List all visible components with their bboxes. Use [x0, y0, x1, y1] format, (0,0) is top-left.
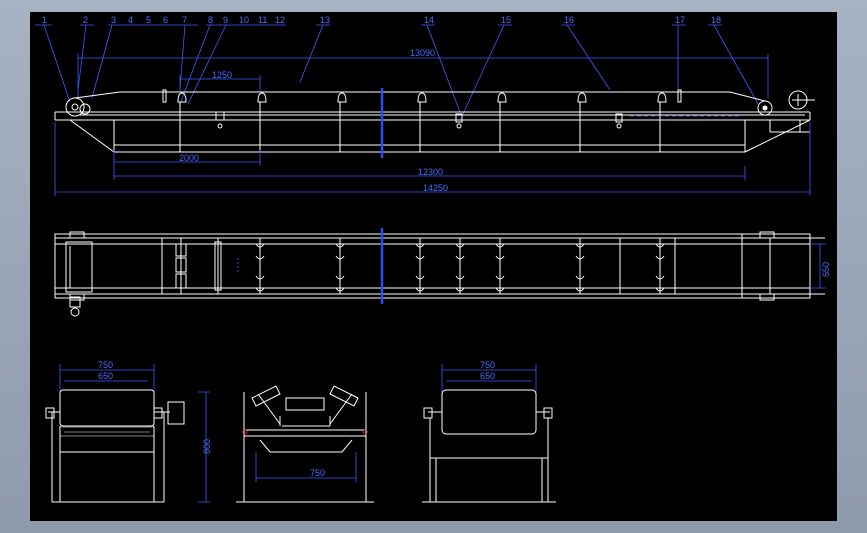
frame-legs — [179, 102, 661, 152]
return-rollers — [215, 111, 623, 129]
tag-10: 10 — [239, 15, 249, 25]
tag-15: 15 — [501, 15, 511, 25]
tag-16: 16 — [564, 15, 574, 25]
frame-end-struts — [69, 119, 811, 153]
idler-section-view: 750 — [236, 385, 374, 503]
tag-6: 6 — [163, 15, 168, 25]
dim-idler-span: 750 — [310, 468, 325, 478]
dim-plan-width: 650 — [821, 262, 831, 277]
plan-outline — [54, 233, 811, 299]
part-tags: 1 2 3 4 5 6 7 8 9 10 11 12 13 14 15 16 1… — [35, 15, 759, 117]
elevation-view: 1 2 3 4 5 6 7 8 9 10 11 12 13 14 15 16 1… — [35, 15, 815, 196]
cad-drawing-canvas[interactable]: 1 2 3 4 5 6 7 8 9 10 11 12 13 14 15 16 1… — [30, 12, 837, 521]
dim-overall-top: 13090 — [410, 48, 435, 58]
dim-end-height: 800 — [202, 439, 212, 454]
frame-lower-chord — [113, 120, 746, 153]
tag-8: 8 — [208, 15, 213, 25]
belt-carry-side — [74, 91, 766, 102]
frame-girder — [54, 111, 811, 121]
plan-idler-sets — [161, 238, 676, 294]
tag-13: 13 — [320, 15, 330, 25]
tag-3: 3 — [111, 15, 116, 25]
plan-side-channels — [55, 237, 810, 295]
dim-roller-pitch: 1250 — [212, 70, 232, 80]
plan-head-motor — [69, 296, 81, 308]
snub-pulley — [79, 103, 91, 115]
tag-1: 1 — [42, 15, 47, 25]
tag-12: 12 — [275, 15, 285, 25]
end-view-tail: 750 650 — [422, 360, 556, 503]
tag-5: 5 — [146, 15, 151, 25]
plan-head-pulley — [65, 241, 93, 293]
end-view-head: 750 650 800 — [45, 360, 212, 503]
head-pulley-hub — [71, 103, 79, 111]
dim-right-width-outer: 750 — [480, 360, 495, 370]
tail-drum-side — [441, 389, 537, 435]
dim-right-width-inner: 650 — [480, 371, 495, 381]
trough-idler-rolls — [257, 393, 353, 427]
head-drum-side — [59, 389, 155, 427]
carrying-idlers — [162, 89, 682, 103]
dim-end-width-inner: 650 — [98, 371, 113, 381]
dim-tail-section: 2000 — [179, 153, 199, 163]
tag-14: 14 — [424, 15, 434, 25]
return-idler — [259, 439, 353, 453]
head-pulley — [65, 97, 85, 117]
tag-9: 9 — [223, 15, 228, 25]
tag-7: 7 — [182, 15, 187, 25]
tag-11: 11 — [258, 15, 267, 25]
tail-pulley-hub — [762, 105, 768, 111]
tag-17: 17 — [675, 15, 685, 25]
tag-18: 18 — [711, 15, 721, 25]
tag-2: 2 — [83, 15, 88, 25]
drive-motor — [167, 401, 185, 425]
dim-mid-span: 12300 — [418, 167, 443, 177]
dim-end-width-outer: 750 — [98, 360, 113, 370]
dim-overall-length: 14250 — [423, 183, 448, 193]
tag-4: 4 — [128, 15, 133, 25]
belt-conveyor-drawing: 1 2 3 4 5 6 7 8 9 10 11 12 13 14 15 16 1… — [35, 15, 831, 503]
plan-view: 650 — [54, 228, 831, 317]
